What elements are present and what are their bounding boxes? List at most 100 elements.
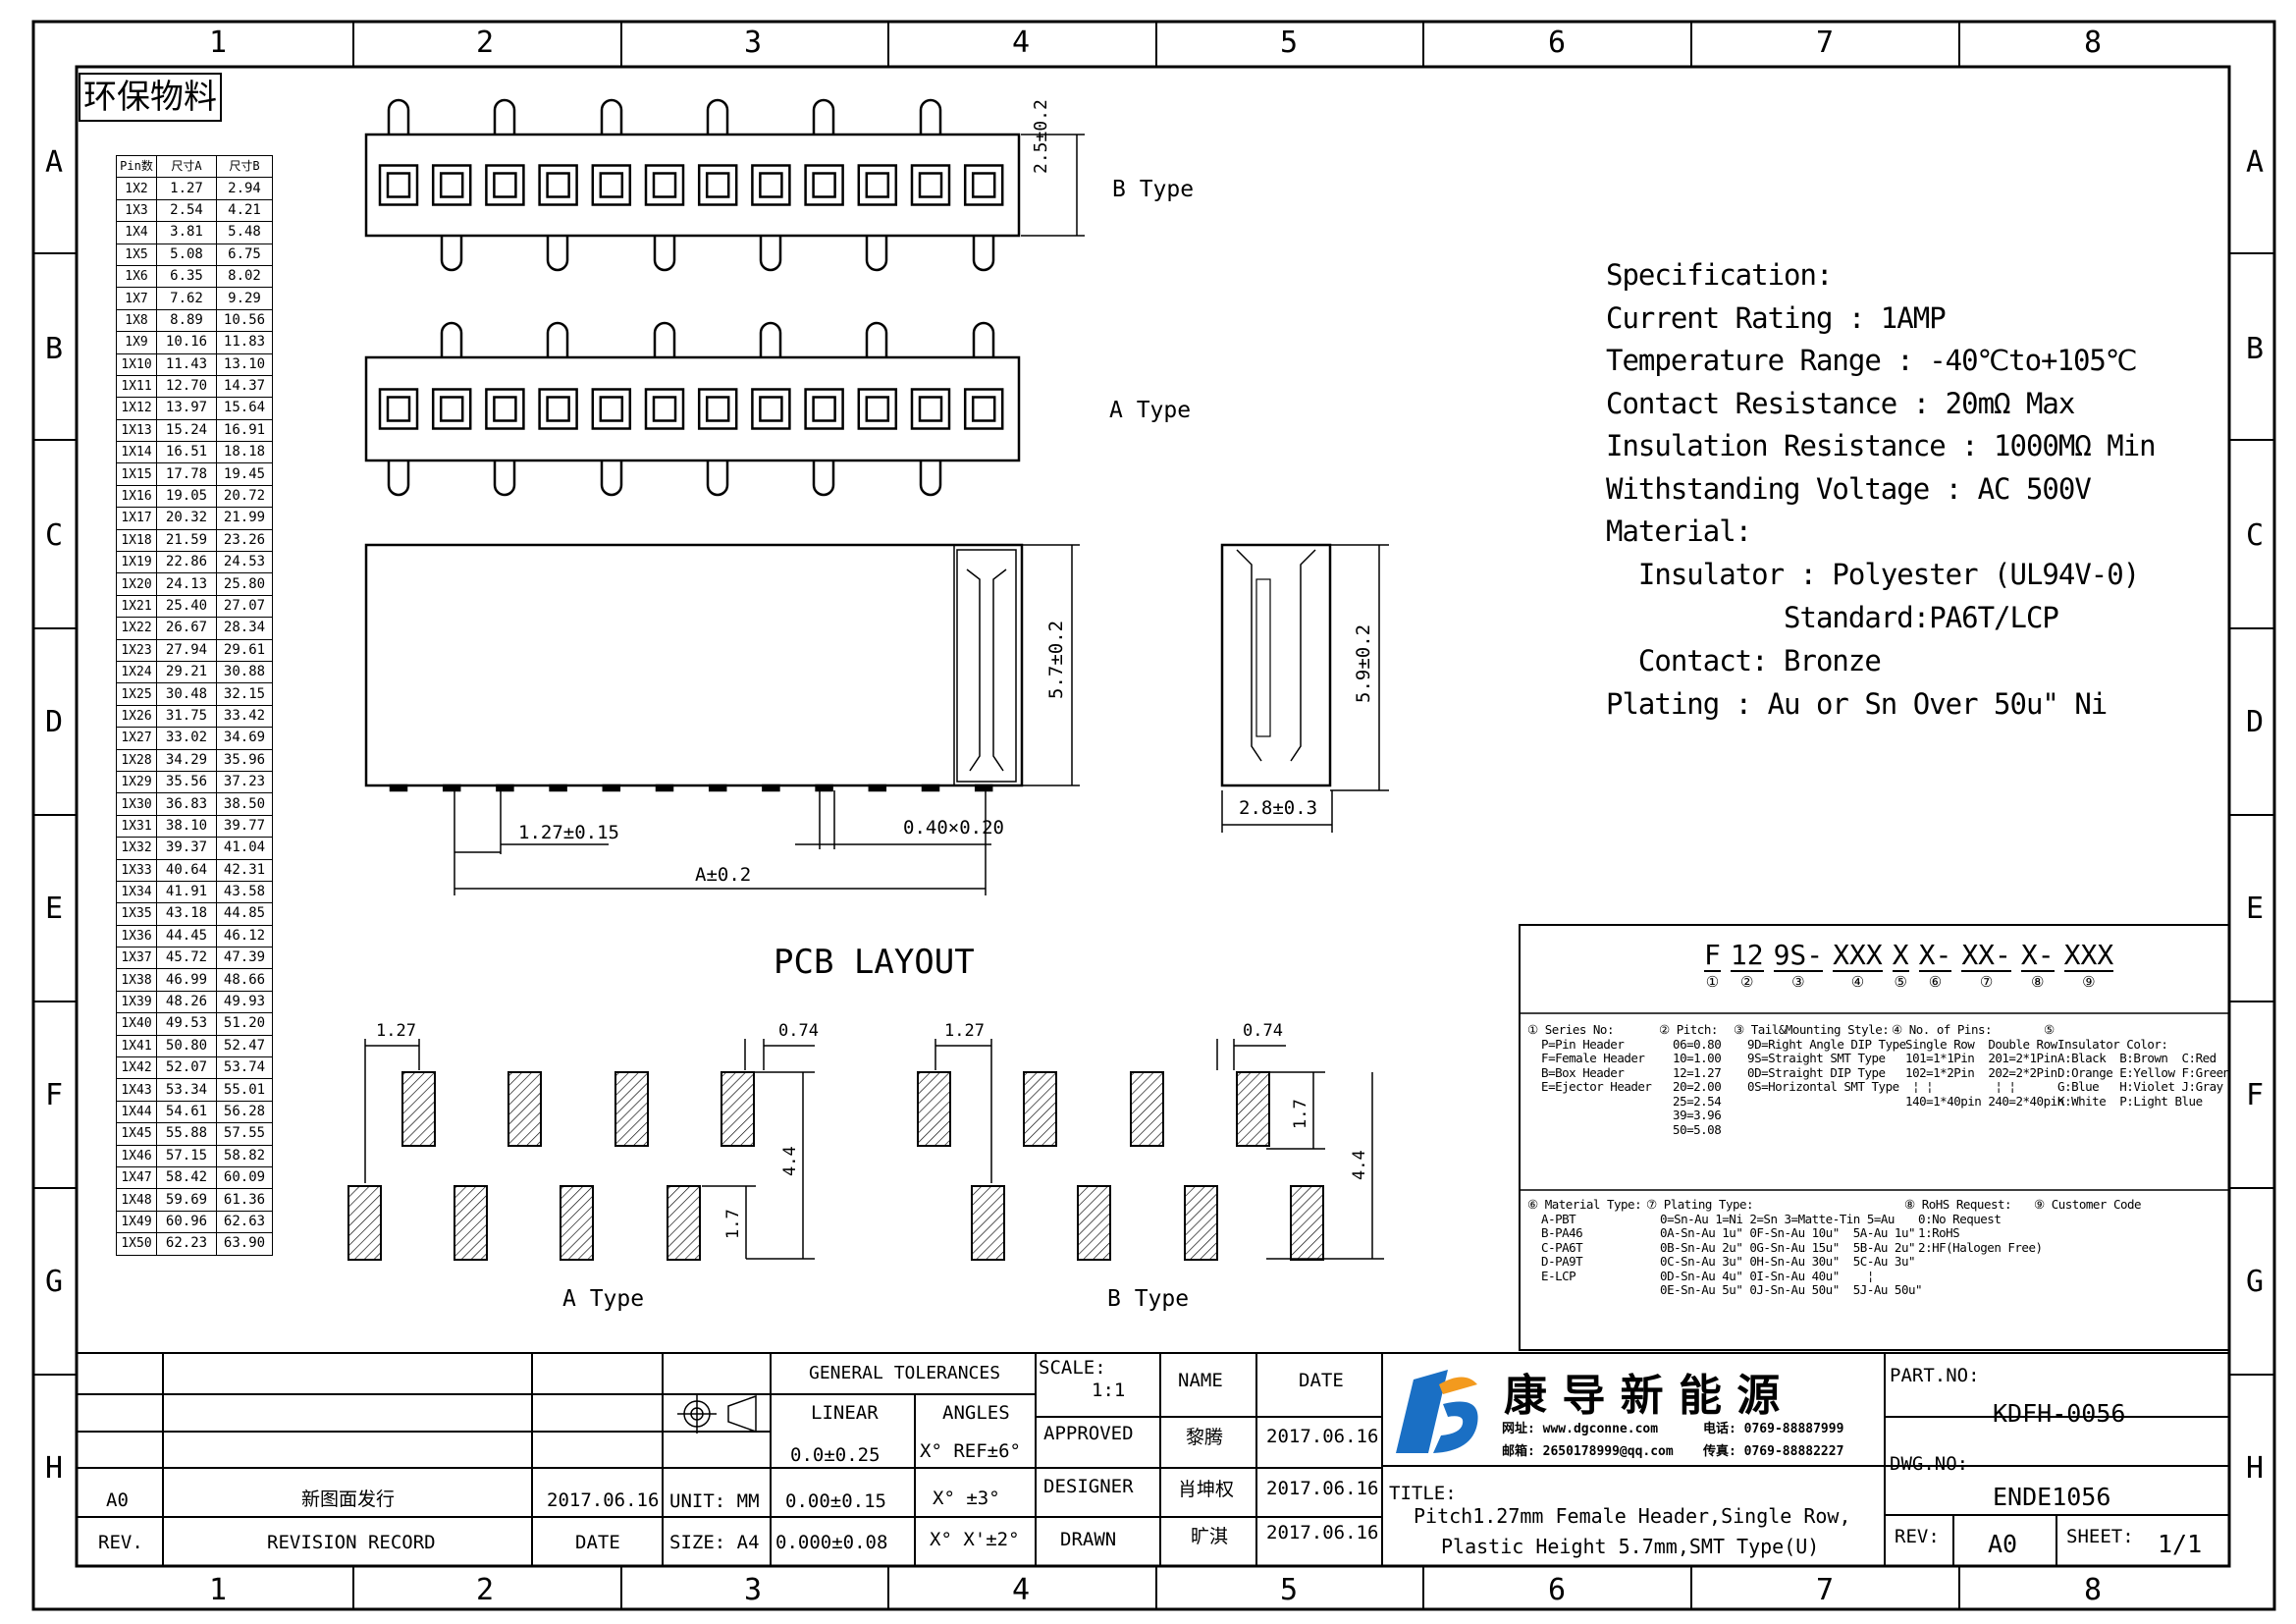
cavity-inner — [652, 172, 677, 198]
table-cell: 5.08 — [156, 243, 217, 266]
scale-label: SCALE: — [1039, 1357, 1106, 1379]
table-cell: 1X14 — [116, 441, 157, 464]
zone-row-label: D — [45, 705, 64, 739]
table-cell: 1X16 — [116, 484, 157, 509]
pin — [865, 236, 888, 272]
table-cell: 1X39 — [116, 990, 157, 1014]
zone-row-label: F — [2246, 1078, 2265, 1112]
table-cell: 60.09 — [216, 1165, 273, 1190]
cavity — [538, 388, 578, 430]
table-cell: 42.31 — [216, 858, 273, 882]
pcb-pad — [454, 1185, 488, 1261]
pcb-pad — [507, 1071, 542, 1147]
cavity — [804, 388, 844, 430]
table-cell: 1X40 — [116, 1012, 157, 1036]
table-cell: 53.74 — [216, 1056, 273, 1080]
sheet-value: 1/1 — [2158, 1530, 2203, 1558]
table-cell: 39.37 — [156, 837, 217, 860]
table-cell: 10.16 — [156, 331, 217, 354]
cavity — [378, 164, 419, 206]
part-code-segment: X-⑥ — [1918, 941, 1952, 992]
pin — [972, 236, 995, 272]
table-cell: 1X21 — [116, 594, 157, 619]
table-cell: 6.35 — [156, 264, 217, 289]
zone-row-label: E — [2246, 892, 2265, 926]
table-cell: 25.40 — [156, 594, 217, 619]
cavity-inner — [705, 396, 730, 422]
part-code-segment: XX-⑦ — [1961, 941, 2011, 992]
a-type-label: A Type — [1109, 398, 1192, 423]
segment-index: ⑤ — [1894, 973, 1907, 991]
part-no: KDFH-0056 — [1993, 1399, 2126, 1428]
pcb-pad — [1077, 1185, 1111, 1261]
pcb-b-type-label: B Type — [1107, 1286, 1190, 1312]
table-cell: 1X19 — [116, 551, 157, 574]
part-code-segment: 9S-③ — [1773, 941, 1824, 992]
table-cell: 21.99 — [216, 507, 273, 530]
rev-desc: 新图面发行 — [301, 1489, 396, 1510]
cavity-inner — [439, 172, 464, 198]
cavity-inner — [493, 172, 517, 198]
pin — [919, 460, 942, 497]
table-cell: 24.13 — [156, 572, 217, 596]
table-cell: 30.88 — [216, 660, 273, 684]
cavity — [591, 164, 632, 206]
table-cell: 31.75 — [156, 704, 217, 729]
table-cell: 15.24 — [156, 418, 217, 443]
pin — [493, 98, 516, 135]
table-cell: 14.37 — [216, 374, 273, 399]
table-cell: 15.64 — [216, 397, 273, 420]
table-cell: 6.75 — [216, 243, 273, 266]
table-cell: 3.81 — [156, 221, 217, 244]
angles: ANGLES — [942, 1402, 1010, 1424]
cavity — [751, 164, 791, 206]
cavity-inner — [812, 172, 836, 198]
table-cell: 34.69 — [216, 727, 273, 750]
cavity — [378, 388, 419, 430]
spec-line: Withstanding Voltage : AC 500V — [1606, 472, 2092, 506]
table-cell: 1X49 — [116, 1210, 157, 1234]
zone-row-label: A — [45, 145, 64, 180]
table-cell: 1X48 — [116, 1188, 157, 1212]
code-plating: ⑦ Plating Type: 0=Sn-Au 1=Ni 2=Sn 3=Matt… — [1646, 1197, 1923, 1297]
table-cell: 1X31 — [116, 814, 157, 839]
segment-index: ⑨ — [2082, 973, 2096, 991]
table-cell: 39.77 — [216, 814, 273, 839]
table-cell: 1X45 — [116, 1122, 157, 1146]
size: SIZE: A4 — [669, 1532, 760, 1553]
cavity-inner — [812, 396, 836, 422]
cavity-inner — [865, 396, 890, 422]
cavity — [751, 388, 791, 430]
pcb-a-span: 4.4 — [780, 1146, 800, 1176]
table-cell: 44.45 — [156, 924, 217, 948]
table-cell: 49.93 — [216, 990, 273, 1014]
table-cell: 62.63 — [216, 1210, 273, 1234]
table-cell: 1X41 — [116, 1034, 157, 1058]
cavity — [431, 164, 472, 206]
pcb-a-pad-width: 0.74 — [778, 1021, 819, 1041]
b-type-top-view — [364, 98, 1085, 272]
dim-pitch: 1.27±0.15 — [518, 822, 619, 843]
cavity — [431, 388, 472, 430]
pcb-a-pitch: 1.27 — [376, 1021, 416, 1041]
segment-text: 12 — [1730, 939, 1764, 972]
rev-value: A0 — [1988, 1530, 2018, 1558]
table-cell: 33.02 — [156, 727, 217, 750]
cavity-inner — [971, 396, 996, 422]
cavity-inner — [386, 172, 411, 198]
ang-2: X° ±3° — [933, 1488, 1000, 1509]
solder-tail — [762, 784, 780, 792]
zone-row-label: B — [2246, 332, 2265, 366]
